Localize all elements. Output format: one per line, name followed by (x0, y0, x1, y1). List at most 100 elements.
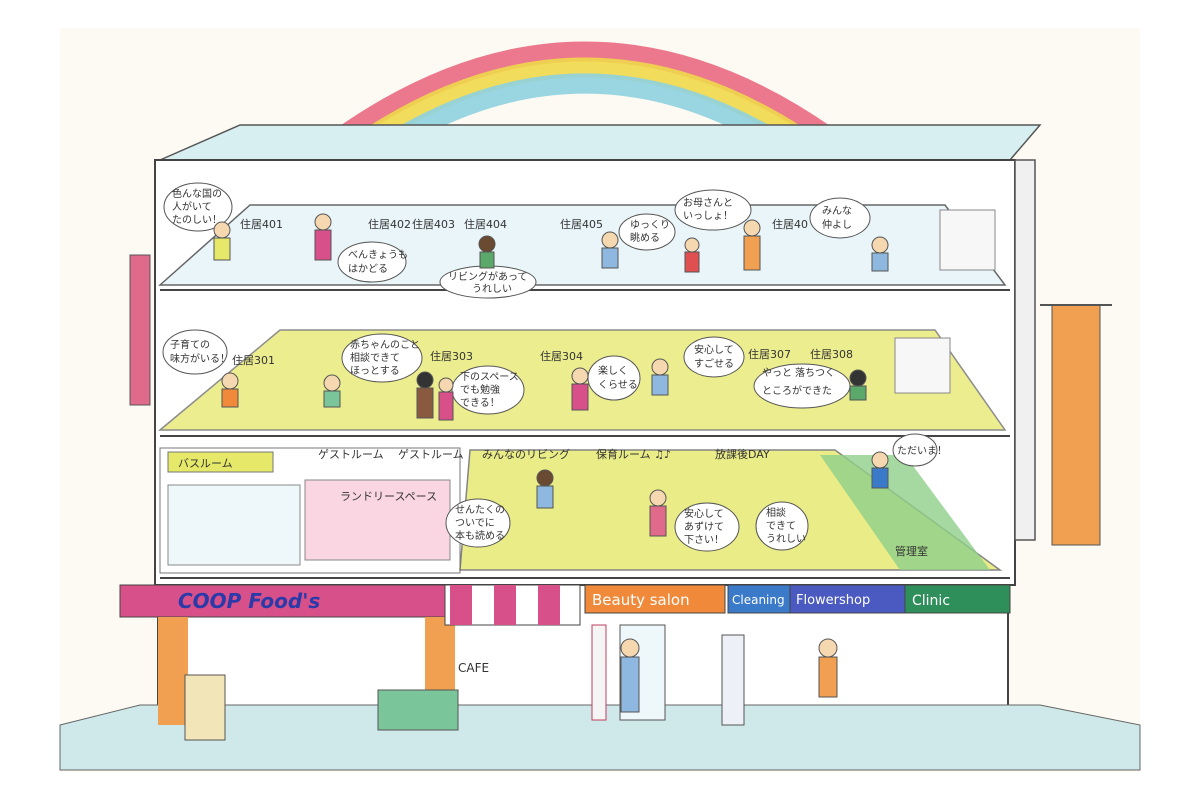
floor-3 (157, 329, 1010, 437)
right-banner (1051, 304, 1101, 546)
stairs (939, 209, 996, 271)
room-label-402: 住居402 (368, 217, 411, 231)
svg-text:できる！: できる！ (460, 397, 500, 409)
speech-bubble: ゆっくり 眺める (618, 213, 676, 251)
svg-text:お母さんと: お母さんと (683, 197, 733, 209)
room-label-living: みんなのリビング (482, 447, 570, 461)
speech-bubble: やっと 落ちつく ところができた (753, 363, 851, 409)
speech-bubble: 色んな国の 人がいて たのしい！ (163, 182, 233, 232)
svg-text:すごせる: すごせる (694, 357, 734, 370)
room-label-after-school: 放課後DAY (715, 447, 770, 461)
speech-bubble: 楽しく くらせる (587, 355, 641, 401)
clinic-sign (904, 584, 1011, 614)
speech-bubble: べんきょうも はかどる (337, 241, 408, 283)
svg-text:ほっとする: ほっとする (350, 365, 400, 377)
room-label-304: 住居304 (540, 349, 583, 363)
svg-text:べんきょうも: べんきょうも (348, 249, 408, 261)
svg-text:いっしょ！: いっしょ！ (683, 210, 733, 222)
speech-bubble: 安心して あずけて 下さい！ (674, 502, 740, 552)
room-label-office: 管理室 (895, 544, 928, 558)
svg-text:うれしい: うれしい (472, 283, 512, 295)
building-side (1014, 159, 1036, 541)
speech-bubble: せんたくの ついでに 本も読める (445, 498, 511, 548)
svg-text:眺める: 眺める (630, 231, 660, 244)
room-label-bathroom: バスルーム (178, 457, 233, 470)
svg-text:楽しく: 楽しく (598, 364, 628, 377)
beauty-sign (584, 584, 726, 614)
svg-text:ついでに: ついでに (455, 517, 495, 529)
svg-text:下のスペース: 下のスペース (460, 372, 519, 383)
room-label-303: 住居303 (430, 349, 473, 363)
bath-area (167, 484, 301, 566)
svg-text:安心して: 安心して (694, 343, 734, 356)
svg-text:でも勉強: でも勉強 (460, 383, 500, 396)
floor-3-room-labels: 住居301 住居303 住居304 住居307 住居308 (232, 347, 853, 367)
clinic-label: Clinic (912, 593, 950, 609)
svg-text:安心して: 安心して (684, 507, 724, 520)
flower-label: Flowershop (796, 593, 870, 608)
room-label-nursery: 保育ルーム ♫♪ (596, 447, 671, 461)
svg-text:味方がいる！: 味方がいる！ (170, 352, 230, 365)
left-banner (129, 254, 151, 406)
svg-text:色んな国の: 色んな国の (172, 187, 222, 200)
coop-sign (119, 584, 456, 618)
floor-2-room-labels: バスルーム ゲストルーム ゲストルーム ランドリースペース みんなのリビング 保… (167, 447, 928, 558)
speech-bubble: 相談 できて うれしい (755, 501, 809, 551)
residents (213, 213, 889, 713)
speech-bubble: みんな 仲よし (809, 197, 871, 239)
svg-text:あずけて: あずけて (684, 521, 724, 533)
beauty-label: Beauty salon (592, 591, 690, 609)
sidewalk (59, 704, 1141, 771)
svg-text:子育ての: 子育ての (170, 338, 210, 351)
room-label-307: 住居307 (748, 347, 791, 361)
room-label-403: 住居403 (412, 217, 455, 231)
svg-text:たのしい！: たのしい！ (172, 214, 222, 226)
svg-text:はかどる: はかどる (348, 263, 388, 275)
speech-bubble: 子育ての 味方がいる！ (162, 329, 230, 375)
svg-text:相談: 相談 (766, 506, 786, 519)
svg-text:下さい！: 下さい！ (684, 534, 724, 546)
speech-bubble: 赤ちゃんのこと 相談できて ほっとする (341, 333, 423, 383)
svg-text:ただいま！: ただいま！ (897, 445, 947, 457)
speech-bubble: 安心して すごせる (683, 336, 745, 378)
svg-text:相談できて: 相談できて (350, 351, 400, 364)
room-label-guestroom-1: ゲストルーム (318, 448, 384, 461)
flower-sign (789, 584, 906, 614)
room-label-40x: 住居40 (772, 217, 808, 231)
stairs (894, 337, 951, 394)
coop-label: COOP Food's (178, 589, 320, 613)
cafe-label: CAFE (458, 661, 489, 675)
svg-text:せんたくの: せんたくの (455, 504, 505, 516)
ground-floor (59, 584, 1141, 771)
speech-bubble: ただいま！ (892, 433, 947, 467)
room-label-guestroom-2: ゲストルーム (398, 448, 464, 461)
roof (159, 124, 1042, 161)
cleaning-sign (727, 584, 799, 614)
room-label-401: 住居401 (240, 217, 283, 231)
svg-text:赤ちゃんのこと: 赤ちゃんのこと (350, 339, 420, 351)
svg-text:仲よし: 仲よし (822, 218, 852, 231)
svg-text:リビングがあって: リビングがあって (448, 270, 528, 283)
rainbow (330, 41, 840, 152)
svg-text:ゆっくり: ゆっくり (630, 219, 670, 231)
svg-text:やっと: やっと (762, 367, 792, 379)
room-label-301: 住居301 (232, 353, 275, 367)
svg-text:本も読める: 本も読める (455, 529, 505, 542)
svg-text:ところができた: ところができた (762, 384, 832, 397)
shop-sign-texts: COOP Food's CAFE Beauty salon Cleaning F… (178, 589, 950, 675)
room-label-404: 住居404 (464, 217, 507, 231)
cleaning-label: Cleaning (732, 593, 785, 607)
cafe-awning (444, 584, 581, 626)
speech-bubble: リビングがあって うれしい (439, 265, 537, 299)
speech-bubble: 下のスペース でも勉強 できる！ (451, 365, 525, 415)
room-label-laundry: ランドリースペース (340, 490, 437, 503)
room-label-308: 住居308 (810, 347, 853, 361)
svg-text:くらせる: くらせる (598, 379, 638, 391)
svg-text:うれしい: うれしい (766, 533, 806, 545)
svg-text:人がいて: 人がいて (172, 200, 212, 213)
floor-2-bubbles: ただいま！ せんたくの ついでに 本も読める 安心して あずけて 下さい！ 相談… (445, 433, 947, 552)
speech-bubble: お母さんと いっしょ！ (674, 189, 752, 231)
floor-4-bubbles: 色んな国の 人がいて たのしい！ べんきょうも はかどる リビングがあって うれ… (163, 182, 871, 299)
